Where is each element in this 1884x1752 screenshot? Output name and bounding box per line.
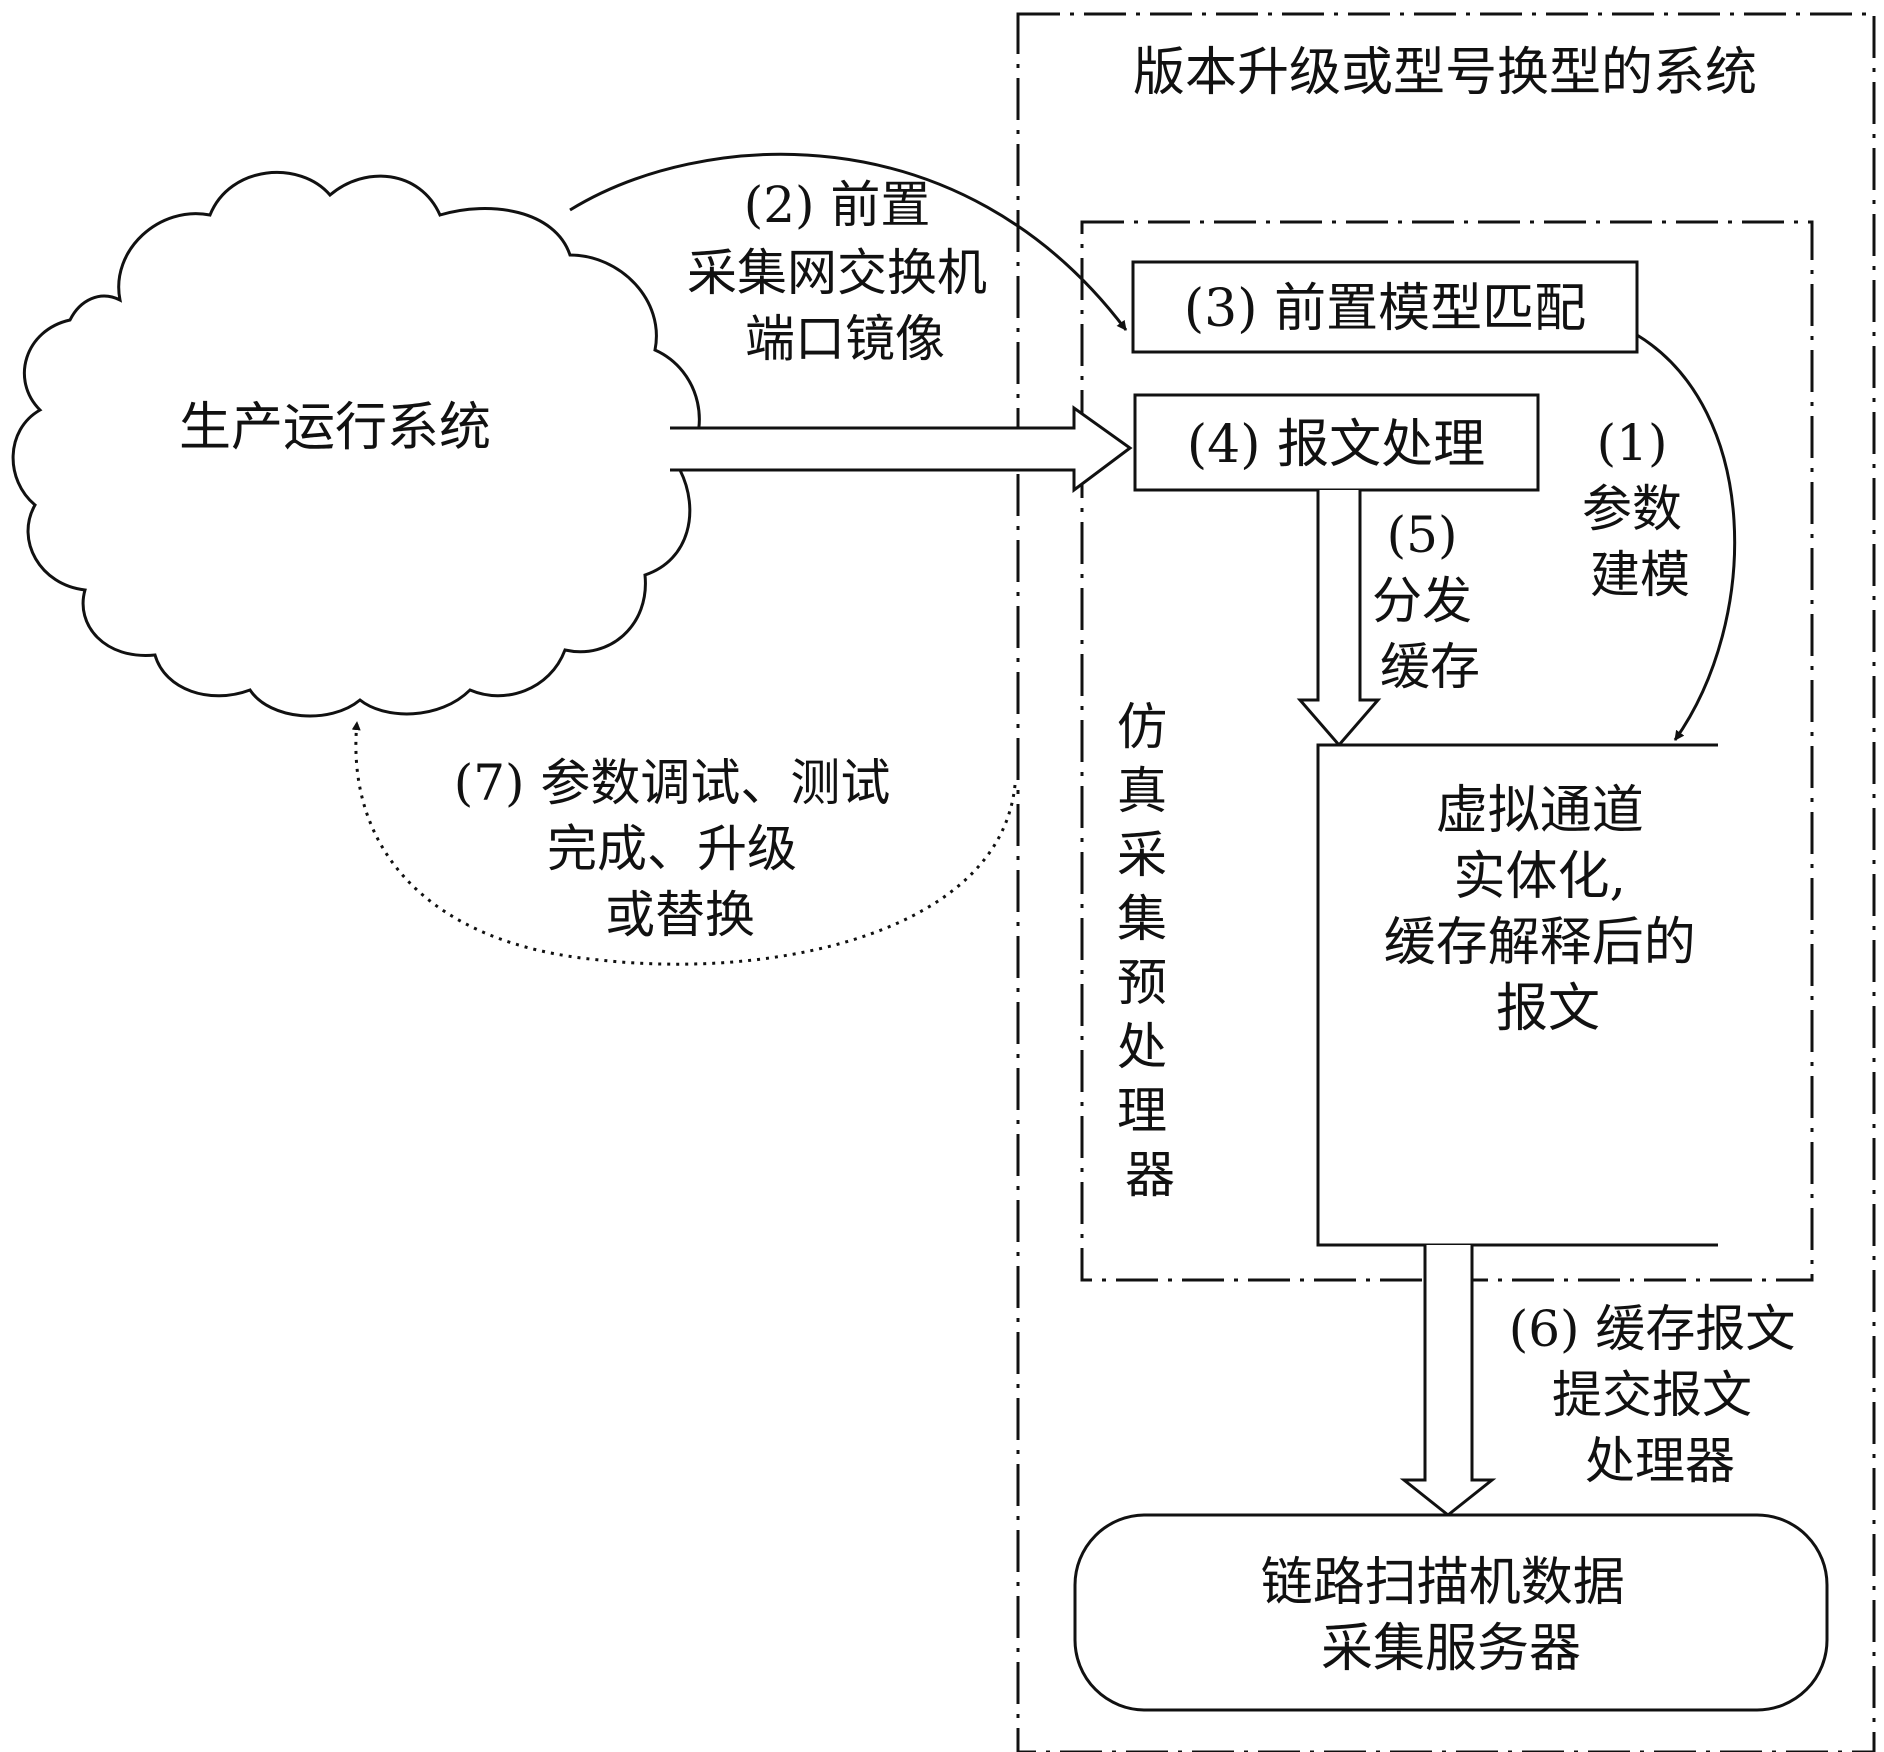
outer-system-title: 版本升级或型号换型的系统: [1133, 43, 1757, 103]
step5-distribute-cache-arrow: [1296, 490, 1382, 748]
step2-mirror-arrow: [569, 152, 1128, 331]
scanner-server-label: 链路扫描机数据 采集服务器: [1261, 1553, 1642, 1679]
production-system-cloud: [11, 170, 701, 718]
front-model-match-label: (3) 前置模型匹配: [1184, 279, 1586, 339]
step1-parameter-modeling-arrow: [1636, 333, 1737, 741]
step6-submit-arrow: [1399, 1245, 1497, 1517]
message-processing-label: (4) 报文处理: [1187, 415, 1485, 475]
virtual-channel-box: [1316, 743, 1718, 1247]
cloud-to-message-processing-arrow: [670, 405, 1133, 493]
step7-label: (7) 参数调试、测试 完成、升级 或替换: [454, 754, 907, 944]
virtual-channel-label: 虚拟通道 实体化, 缓存解释后的 报文: [1384, 781, 1713, 1039]
front-model-match-box: [1131, 260, 1639, 354]
outer-system-boundary: [1016, 12, 1876, 1752]
production-system-label: 生产运行系统: [179, 398, 491, 458]
simulator-label: 仿 真 采 集 预 处 理 器: [1117, 698, 1183, 1204]
step5-label: (5) 分发 缓存: [1372, 506, 1488, 696]
step6-label: (6) 缓存报文 提交报文 处理器: [1509, 1300, 1812, 1490]
scanner-server-box: [1073, 1513, 1829, 1712]
message-processing-box: [1133, 393, 1540, 492]
step2-label: (2) 前置 采集网交换机 端口镜像: [687, 176, 1003, 368]
step7-feedback-arrow: [351, 721, 1017, 966]
step1-label: (1) 参数 建模: [1582, 414, 1698, 604]
